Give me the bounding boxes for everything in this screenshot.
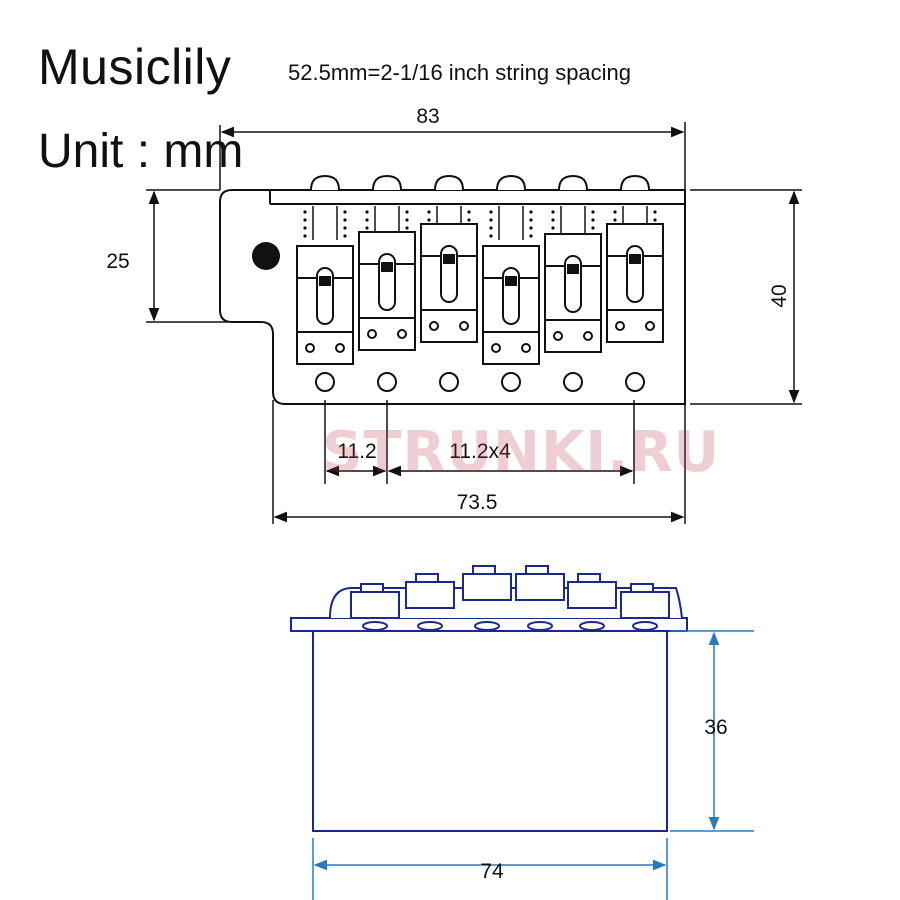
saddle xyxy=(544,233,602,353)
unit-label: Unit : mm xyxy=(38,125,244,178)
side-view xyxy=(290,587,688,832)
mounting-screw-dot xyxy=(252,242,280,270)
string-bump xyxy=(310,174,340,191)
mounting-hole xyxy=(315,372,335,392)
dim-hole-spacing xyxy=(324,400,635,484)
saddle xyxy=(420,223,478,343)
dim-repeat-spacing-label: 11.2x4 xyxy=(449,440,511,463)
string-bump xyxy=(434,174,464,191)
string-bump xyxy=(620,174,650,191)
sustain-block xyxy=(312,630,668,832)
mounting-hole xyxy=(439,372,459,392)
dim-overall-width-label: 83 xyxy=(416,105,439,128)
base-plate-outline xyxy=(219,189,686,405)
dim-overall-width: 83 xyxy=(219,105,686,190)
saddles xyxy=(296,206,664,365)
string-bumps xyxy=(310,174,650,191)
mounting-holes xyxy=(315,372,645,392)
saddle xyxy=(606,223,664,343)
mounting-hole xyxy=(501,372,521,392)
top-view xyxy=(219,189,686,405)
side-saddle xyxy=(462,565,512,631)
side-saddle xyxy=(405,573,455,631)
dim-height-right-label: 40 xyxy=(768,284,791,307)
dim-height-left-label: 25 xyxy=(106,250,129,273)
string-bump xyxy=(496,174,526,191)
dim-block-width-label: 74 xyxy=(480,860,504,883)
string-spacing-note: 52.5mm=2-1/16 inch string spacing xyxy=(288,60,632,85)
dim-hole-span xyxy=(272,400,686,524)
watermark: STRUNKI.RU xyxy=(322,420,721,485)
dim-first-spacing-label: 11.2 xyxy=(337,440,376,463)
saddle xyxy=(482,245,540,365)
intonation-spring xyxy=(303,206,347,240)
side-saddle xyxy=(620,583,670,631)
dim-height-left: 25 xyxy=(106,189,228,323)
side-saddle xyxy=(567,573,617,631)
string-bump xyxy=(372,174,402,191)
mounting-hole xyxy=(625,372,645,392)
saddle xyxy=(358,231,416,351)
dim-block-height xyxy=(670,630,754,832)
saddle xyxy=(296,245,354,365)
side-saddle xyxy=(350,583,400,631)
dim-hole-span-label: 73.5 xyxy=(457,491,498,514)
side-saddles xyxy=(350,565,670,631)
mounting-hole xyxy=(377,372,397,392)
dim-block-height-label: 36 xyxy=(704,716,727,739)
dim-block-width xyxy=(312,838,668,900)
mounting-hole xyxy=(563,372,583,392)
string-bump xyxy=(558,174,588,191)
brand-title: Musiclily xyxy=(38,39,232,95)
intonation-spring xyxy=(489,206,533,240)
dim-height-right: 40 xyxy=(690,189,802,405)
side-saddle xyxy=(515,565,565,631)
